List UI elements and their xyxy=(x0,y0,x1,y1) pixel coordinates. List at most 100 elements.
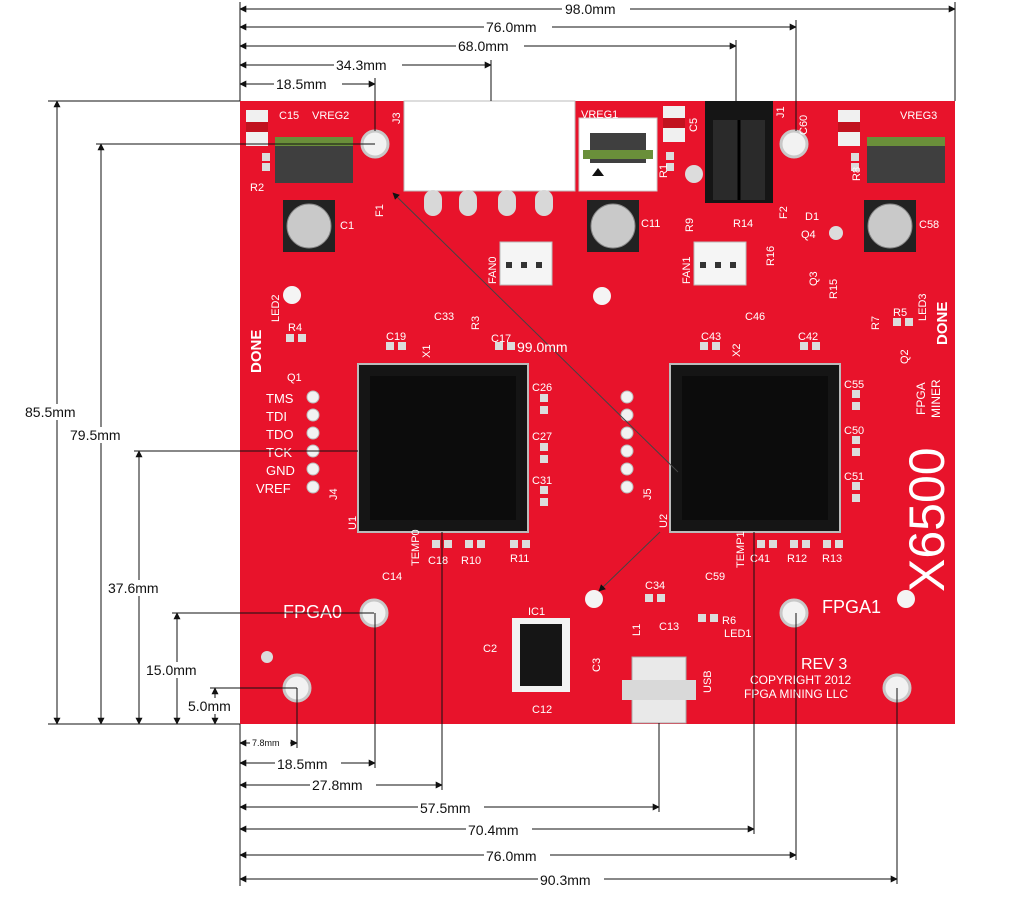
dim-37-6mm: 37.6mm xyxy=(108,580,159,596)
label-f2: F2 xyxy=(778,206,790,219)
label-c55: C55 xyxy=(844,379,864,391)
label-c2: C2 xyxy=(483,643,497,655)
label-c46: C46 xyxy=(745,311,765,323)
rev-label: REV 3 xyxy=(801,656,847,673)
label-r8: R8 xyxy=(851,167,863,181)
label-c1: C1 xyxy=(340,220,354,232)
label-ic1: IC1 xyxy=(528,606,545,618)
label-c60: C60 xyxy=(798,115,810,135)
label-c58: C58 xyxy=(919,219,939,231)
dim-76mm-top: 76.0mm xyxy=(486,19,537,35)
label-vreg1: VREG1 xyxy=(581,109,618,121)
dim-18-5mm-top: 18.5mm xyxy=(276,76,327,92)
label-c34: C34 xyxy=(645,580,665,592)
jtag-pin-gnd: GND xyxy=(266,463,295,478)
dim-34-3mm: 34.3mm xyxy=(336,57,387,73)
smd-pads xyxy=(262,152,913,622)
fpga1-label: FPGA1 xyxy=(822,597,881,617)
dim-76mm-bottom: 76.0mm xyxy=(486,848,537,864)
dim-5mm: 5.0mm xyxy=(188,698,231,714)
label-r13: R13 xyxy=(822,553,842,565)
dim-85-5mm: 85.5mm xyxy=(25,404,76,420)
label-d1: D1 xyxy=(805,211,819,223)
subtitle-miner: MINER xyxy=(929,379,943,418)
label-c14: C14 xyxy=(382,571,402,583)
tantalum-caps xyxy=(246,106,860,146)
label-q2: Q2 xyxy=(899,349,911,364)
label-r14: R14 xyxy=(733,218,753,230)
label-r11: R11 xyxy=(510,553,529,565)
vreg1 xyxy=(578,117,658,192)
label-x1: X1 xyxy=(421,345,433,358)
label-r5: R5 xyxy=(893,307,907,319)
label-r12: R12 xyxy=(787,553,807,565)
dim-99mm-diagonal: 99.0mm xyxy=(517,339,568,355)
label-c15: C15 xyxy=(279,110,299,122)
jtag-pin-tdo: TDO xyxy=(266,427,293,442)
j1-power-jack xyxy=(705,101,773,203)
dimension-labels: 98.0mm 76.0mm 68.0mm 34.3mm 18.5mm 85.5m… xyxy=(23,1,630,888)
label-j3: J3 xyxy=(391,112,403,124)
dim-15mm: 15.0mm xyxy=(146,662,197,678)
label-c19: C19 xyxy=(386,331,406,343)
label-c26: C26 xyxy=(532,382,552,394)
label-c33: C33 xyxy=(434,311,454,323)
label-u2: U2 xyxy=(658,514,670,528)
dim-70-4mm: 70.4mm xyxy=(468,822,519,838)
label-j1: J1 xyxy=(775,106,787,118)
label-j4: J4 xyxy=(328,488,340,500)
label-j5: J5 xyxy=(642,488,654,500)
electrolytic-caps xyxy=(283,200,916,252)
label-q4: Q4 xyxy=(801,229,816,241)
label-c31: C31 xyxy=(532,475,552,487)
fpga-chips xyxy=(357,363,841,533)
pcb-board xyxy=(240,101,955,724)
done-left-label: DONE xyxy=(248,330,265,373)
jtag-pin-tdi: TDI xyxy=(266,409,287,424)
ic1-and-usb xyxy=(512,618,696,724)
jtag-pin-vref: VREF xyxy=(256,481,291,496)
j3-connector xyxy=(403,100,576,216)
label-vreg3: VREG3 xyxy=(900,110,937,122)
vreg3 xyxy=(867,137,945,183)
label-c59: C59 xyxy=(705,571,725,583)
silkscreen-labels: C15 VREG2 J3 VREG1 C5 J1 C60 VREG3 R2 R1… xyxy=(248,106,955,716)
label-c51: C51 xyxy=(844,471,864,483)
label-c41: C41 xyxy=(750,553,770,565)
label-fan0: FAN0 xyxy=(487,256,499,284)
dim-18-5mm-bottom: 18.5mm xyxy=(277,756,328,772)
label-c18: C18 xyxy=(428,555,448,567)
label-c13: C13 xyxy=(659,621,679,633)
label-r16: R16 xyxy=(765,246,777,266)
label-c12: C12 xyxy=(532,704,552,716)
label-vreg2: VREG2 xyxy=(312,110,349,122)
label-c5: C5 xyxy=(688,118,700,132)
header-pins xyxy=(306,390,634,494)
label-temp0: TEMP0 xyxy=(410,529,422,566)
done-right-label: DONE xyxy=(934,302,951,345)
copyright-line1: COPYRIGHT 2012 xyxy=(750,673,851,687)
label-u1: U1 xyxy=(347,516,359,530)
fan-headers xyxy=(499,241,747,286)
subtitle-fpga: FPGA xyxy=(914,382,928,415)
label-r9: R9 xyxy=(684,218,696,232)
label-r10: R10 xyxy=(461,555,481,567)
label-r6: R6 xyxy=(722,615,736,627)
label-led3: LED3 xyxy=(917,293,929,321)
dim-27-8mm: 27.8mm xyxy=(312,777,363,793)
label-c50: C50 xyxy=(844,425,864,437)
label-c42: C42 xyxy=(798,331,818,343)
label-q3: Q3 xyxy=(808,271,820,286)
label-q1: Q1 xyxy=(287,372,302,384)
dim-79-5mm: 79.5mm xyxy=(70,427,121,443)
fpga0-label: FPGA0 xyxy=(283,602,342,622)
label-r3: R3 xyxy=(470,316,482,330)
jtag-pin-tms: TMS xyxy=(266,391,294,406)
label-f1: F1 xyxy=(374,204,386,217)
dim-7-8mm: 7.8mm xyxy=(252,738,280,748)
dim-68mm: 68.0mm xyxy=(458,38,509,54)
label-r4: R4 xyxy=(288,322,302,334)
jtag-pin-tck: TCK xyxy=(266,445,292,460)
label-c27: C27 xyxy=(532,431,552,443)
